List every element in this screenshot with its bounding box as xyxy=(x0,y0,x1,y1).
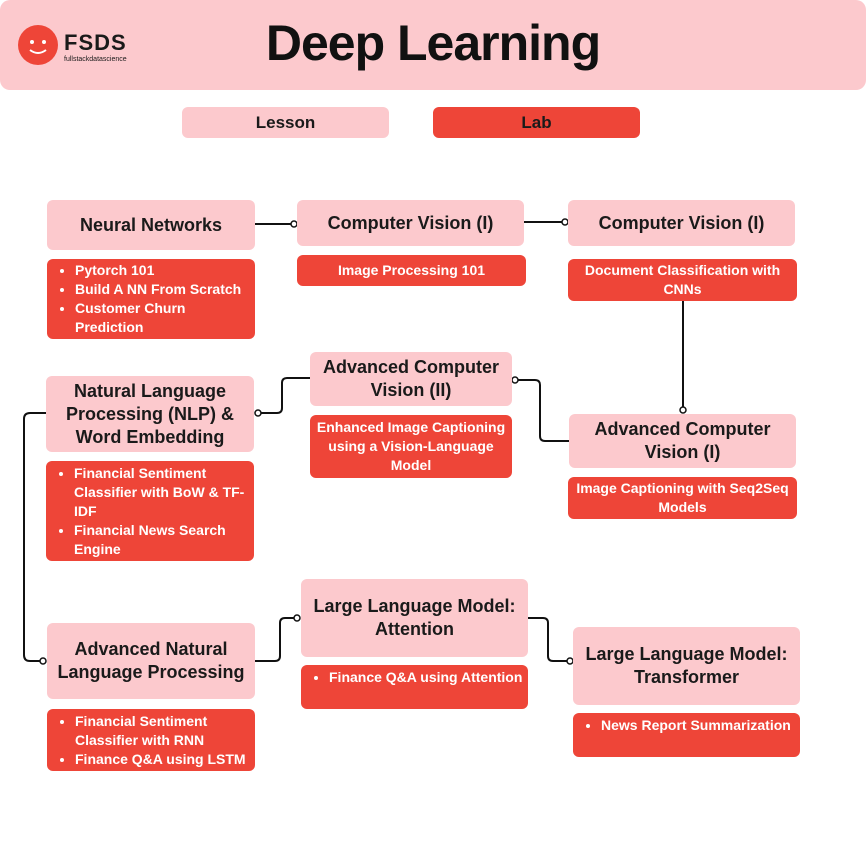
header-banner xyxy=(0,0,866,90)
node-title: Advanced Computer Vision (I) xyxy=(594,419,771,462)
node-advanced-cv-2: Advanced Computer Vision (II) xyxy=(310,352,512,406)
node-title: Large Language Model: Transformer xyxy=(585,644,788,687)
lab-item: Image Processing 101 xyxy=(337,262,486,278)
lab-nlp: Financial Sentiment Classifier with BoW … xyxy=(46,461,254,561)
node-advanced-cv-1: Advanced Computer Vision (I) xyxy=(569,414,796,468)
lab-item: Financial Sentiment Classifier with BoW … xyxy=(74,464,254,521)
lab-advanced-cv-2: Enhanced Image Captioning using a Vision… xyxy=(310,415,512,478)
lab-computer-vision-1b: Document Classification with CNNs xyxy=(568,259,797,301)
lab-advanced-cv-1: Image Captioning with Seq2Seq Models xyxy=(568,477,797,519)
node-title: Computer Vision (I) xyxy=(598,212,765,233)
node-neural-networks: Neural Networks xyxy=(47,200,255,250)
node-llm-transformer: Large Language Model: Transformer xyxy=(573,627,800,705)
legend-lab: Lab xyxy=(433,107,640,138)
node-nlp: Natural Language Processing (NLP) & Word… xyxy=(46,376,254,452)
lab-computer-vision-1: Image Processing 101 xyxy=(297,255,526,286)
lab-llm-transformer: News Report Summarization xyxy=(573,713,800,757)
lab-item: News Report Summarization xyxy=(601,716,800,735)
logo-text: FSDS xyxy=(64,30,127,55)
node-computer-vision-1: Computer Vision (I) xyxy=(297,200,524,246)
node-title: Large Language Model: Attention xyxy=(313,596,516,639)
lab-item: Finance Q&A using LSTM xyxy=(75,750,255,769)
lab-item: Financial News Search Engine xyxy=(74,521,254,559)
node-computer-vision-1b: Computer Vision (I) xyxy=(568,200,795,246)
lab-item: Document Classification with CNNs xyxy=(584,262,781,297)
legend-lesson: Lesson xyxy=(182,107,389,138)
lab-advanced-nlp: Financial Sentiment Classifier with RNN … xyxy=(47,709,255,771)
lab-item: Build A NN From Scratch xyxy=(75,280,255,299)
lab-llm-attention: Finance Q&A using Attention xyxy=(301,665,528,709)
lab-neural-networks: Pytorch 101 Build A NN From Scratch Cust… xyxy=(47,259,255,339)
logo-subtext: fullstackdatascience xyxy=(64,56,127,63)
node-title: Natural Language Processing (NLP) & Word… xyxy=(65,380,235,447)
lab-item: Financial Sentiment Classifier with RNN xyxy=(75,712,255,750)
node-title: Advanced Computer Vision (II) xyxy=(322,357,500,400)
lab-item: Customer Churn Prediction xyxy=(75,299,255,337)
lab-item: Finance Q&A using Attention xyxy=(329,668,528,687)
lab-item: Image Captioning with Seq2Seq Models xyxy=(576,480,789,515)
node-title: Advanced Natural Language Processing xyxy=(57,639,245,682)
lab-item: Enhanced Image Captioning using a Vision… xyxy=(316,419,506,473)
node-llm-attention: Large Language Model: Attention xyxy=(301,579,528,657)
node-advanced-nlp: Advanced Natural Language Processing xyxy=(47,623,255,699)
page-title: Deep Learning xyxy=(265,15,601,71)
node-title: Neural Networks xyxy=(79,214,223,235)
node-title: Computer Vision (I) xyxy=(327,212,494,233)
lab-item: Pytorch 101 xyxy=(75,261,255,280)
logo-icon xyxy=(18,25,58,65)
